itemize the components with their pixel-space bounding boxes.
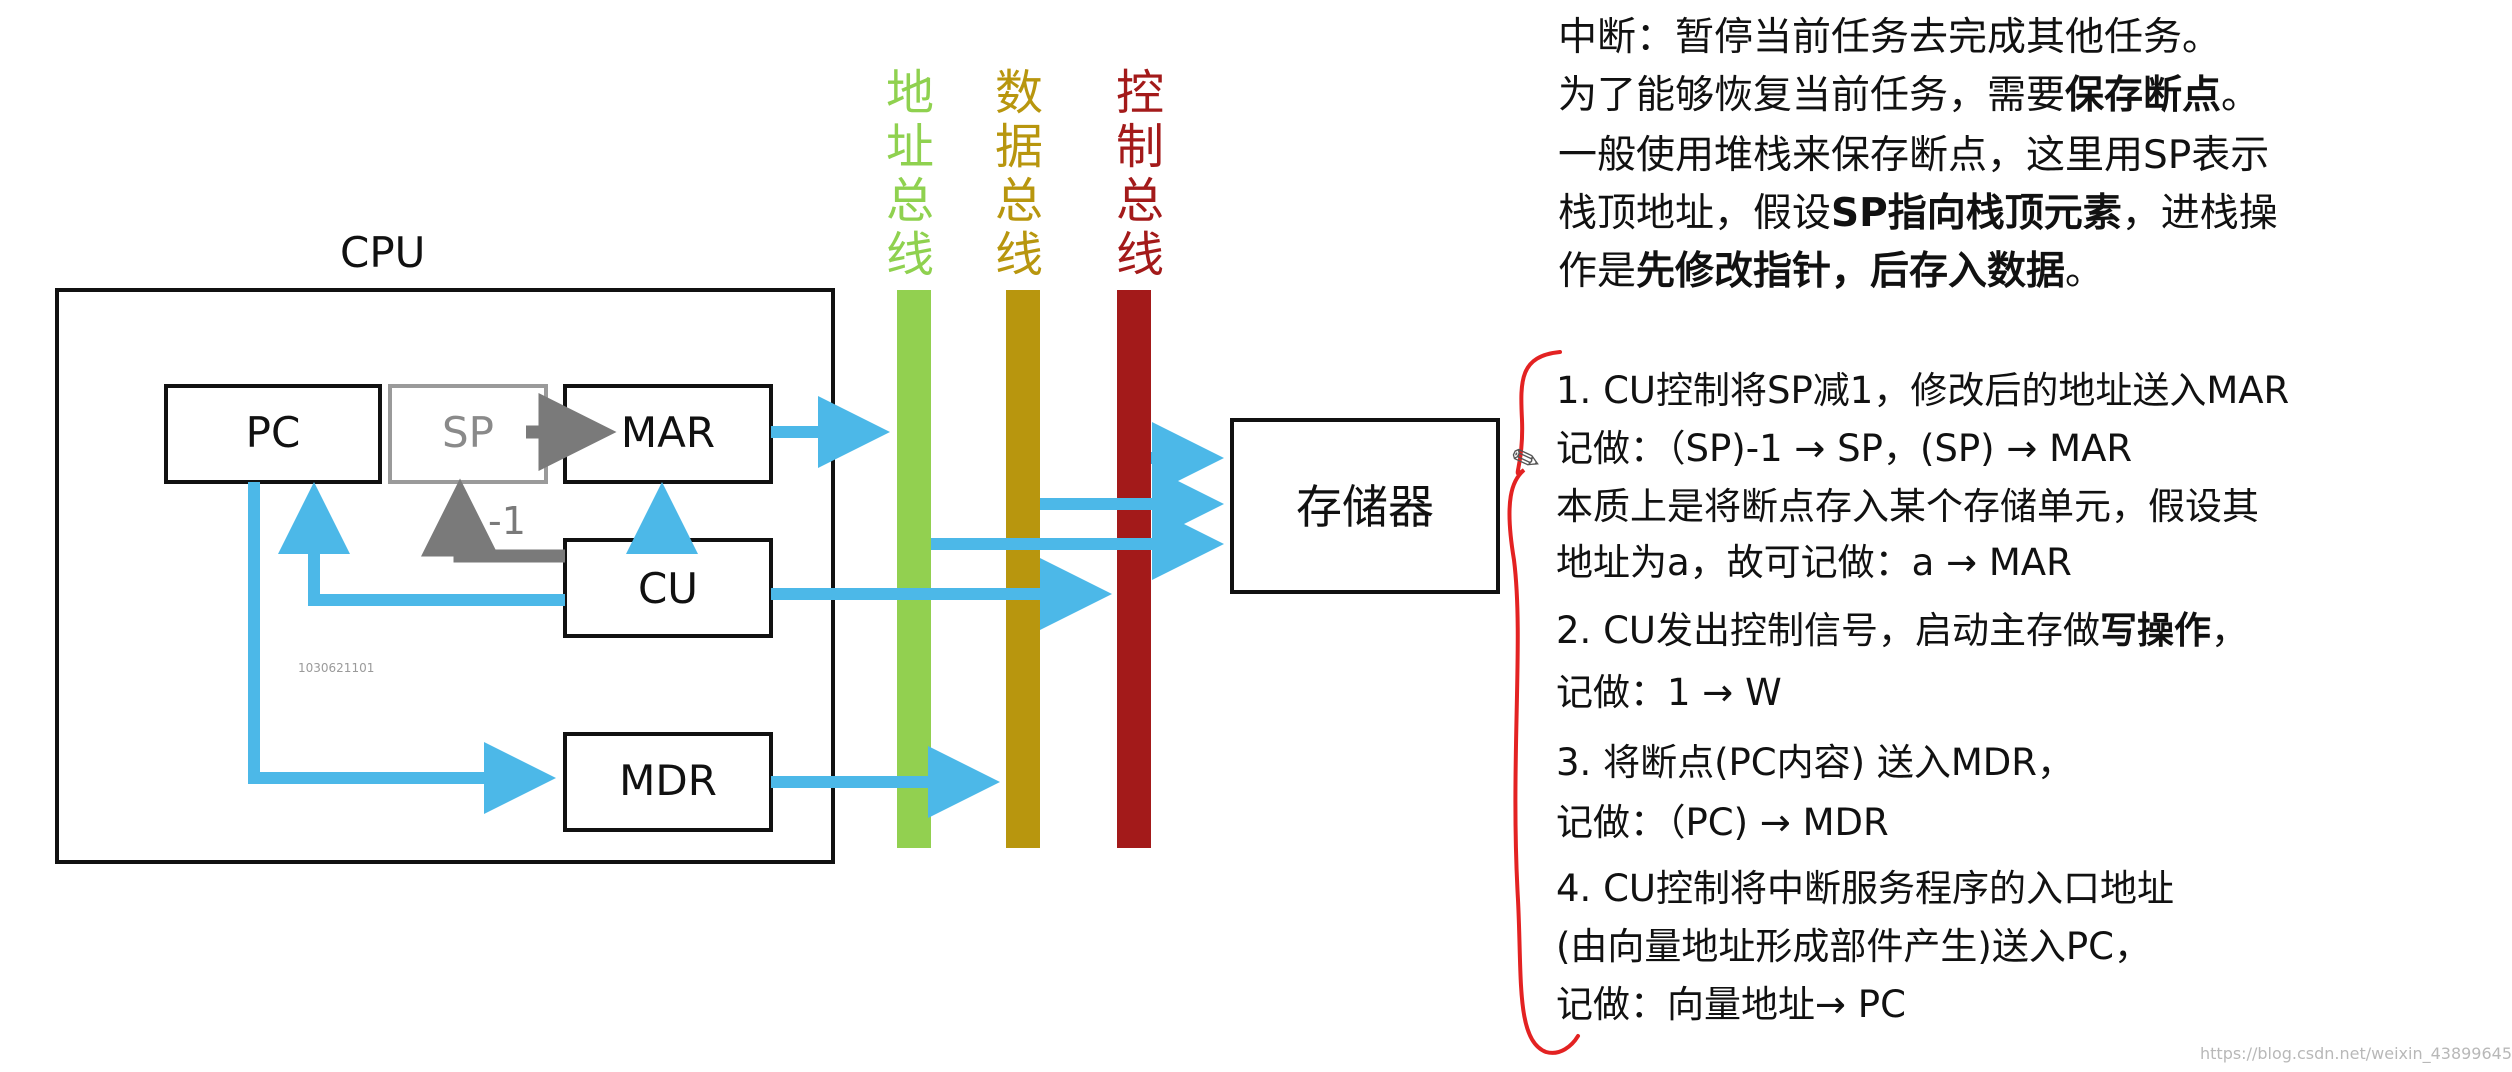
pc-label: PC: [245, 408, 301, 457]
cu-label: CU: [637, 564, 699, 613]
intro-line: 一般使用堆栈来保存断点，这里用SP表示: [1558, 136, 2269, 175]
pc-to-mdr-arrow: [248, 482, 556, 814]
intro-line-part: 。: [2221, 73, 2261, 118]
address-bus-label: 地 址 总 线: [880, 66, 940, 282]
intro-line: 栈顶地址，假设SP指向栈顶元素，进栈操: [1558, 194, 2278, 233]
address-bus-label-char: 总: [885, 173, 934, 229]
data-bus-label-char: 总: [994, 173, 1043, 229]
intro-line-part: 作是: [1558, 249, 1637, 294]
address-bus: [897, 290, 931, 848]
data-bus-label: 数 据 总 线: [989, 66, 1049, 282]
data-bus: [1006, 290, 1040, 848]
step-line: 记做：（SP)-1 → SP，(SP) → MAR: [1556, 427, 2133, 470]
intro-line-part: 。: [2065, 249, 2105, 294]
small-watermark: 1030621101: [298, 661, 375, 675]
step-line-bold: 写操作: [2099, 609, 2211, 652]
sp-label: SP: [442, 408, 494, 457]
decrement-label: -1: [488, 499, 526, 543]
pc-box: [164, 384, 382, 484]
address-bus-label-char: 线: [885, 227, 934, 283]
intro-line-part: 栈顶地址，假设: [1558, 191, 1832, 236]
step-line: 记做：（PC) → MDR: [1556, 801, 1889, 844]
control-bus: [1117, 290, 1151, 848]
step-line: 3. 将断点(PC内容) 送入MDR，: [1556, 741, 2074, 784]
step-line: 1. CU控制将SP减1，修改后的地址送入MAR: [1556, 369, 2290, 412]
step-line: 4. CU控制将中断服务程序的入口地址: [1556, 867, 2174, 910]
intro-line: 中断：暂停当前任务去完成其他任务。: [1558, 18, 2221, 57]
step-line: 记做：向量地址→ PC: [1556, 983, 1906, 1026]
intro-line-bold: 保存断点: [2065, 73, 2222, 118]
intro-line-bold: 先修改指针，后存入数据: [1636, 249, 2066, 294]
data-bus-label-char: 线: [994, 227, 1043, 283]
mar-label: MAR: [620, 408, 716, 457]
intro-line: 作是先修改指针，后存入数据。: [1558, 252, 2104, 291]
step-line: 记做：1 → W: [1556, 671, 1782, 714]
step-line-part: ，: [2210, 609, 2248, 652]
step-line: 本质上是将断点存入某个存储单元，假设其: [1556, 485, 2259, 528]
intro-line-part: 一般使用堆栈来保存断点，这里用SP表示: [1558, 133, 2270, 178]
step-line: 地址为a，故可记做：a → MAR: [1556, 541, 2072, 584]
memory-box: [1230, 418, 1500, 594]
step-line: 2. CU发出控制信号，启动主存做写操作，: [1556, 612, 2248, 649]
intro-line: 为了能够恢复当前任务，需要保存断点。: [1558, 76, 2260, 115]
address-bus-label-char: 地: [885, 65, 934, 121]
cpu-box: [55, 288, 835, 864]
control-bus-label-char: 线: [1115, 227, 1164, 283]
control-bus-label-char: 制: [1115, 119, 1164, 175]
url-watermark: https://blog.csdn.net/weixin_43899645: [2200, 1044, 2512, 1063]
intro-line-part: 中断：暂停当前任务去完成其他任务。: [1558, 15, 2222, 60]
cu-to-sp-decrement-arrow: [421, 478, 565, 563]
address-bus-label-char: 址: [885, 119, 934, 175]
data-bus-label-char: 数: [994, 65, 1043, 121]
intro-line-part: ，进栈操: [2121, 191, 2278, 236]
memory-label: 存储器: [1296, 480, 1434, 534]
control-bus-label: 控 制 总 线: [1110, 66, 1170, 282]
cpu-label: CPU: [340, 228, 426, 277]
control-bus-label-char: 总: [1115, 173, 1164, 229]
mdr-label: MDR: [619, 756, 717, 805]
red-bracket: [1507, 350, 1580, 1055]
step-line-part: 2. CU发出控制信号，启动主存做: [1556, 609, 2100, 652]
step-line: (由向量地址形成部件产生)送入PC，: [1556, 925, 2152, 968]
intro-line-bold: SP指向栈顶元素: [1831, 191, 2122, 236]
intro-line-part: 为了能够恢复当前任务，需要: [1558, 73, 2066, 118]
data-bus-label-char: 据: [994, 119, 1043, 175]
control-bus-label-char: 控: [1115, 65, 1164, 121]
cu-to-pc-arrow: [278, 482, 565, 606]
